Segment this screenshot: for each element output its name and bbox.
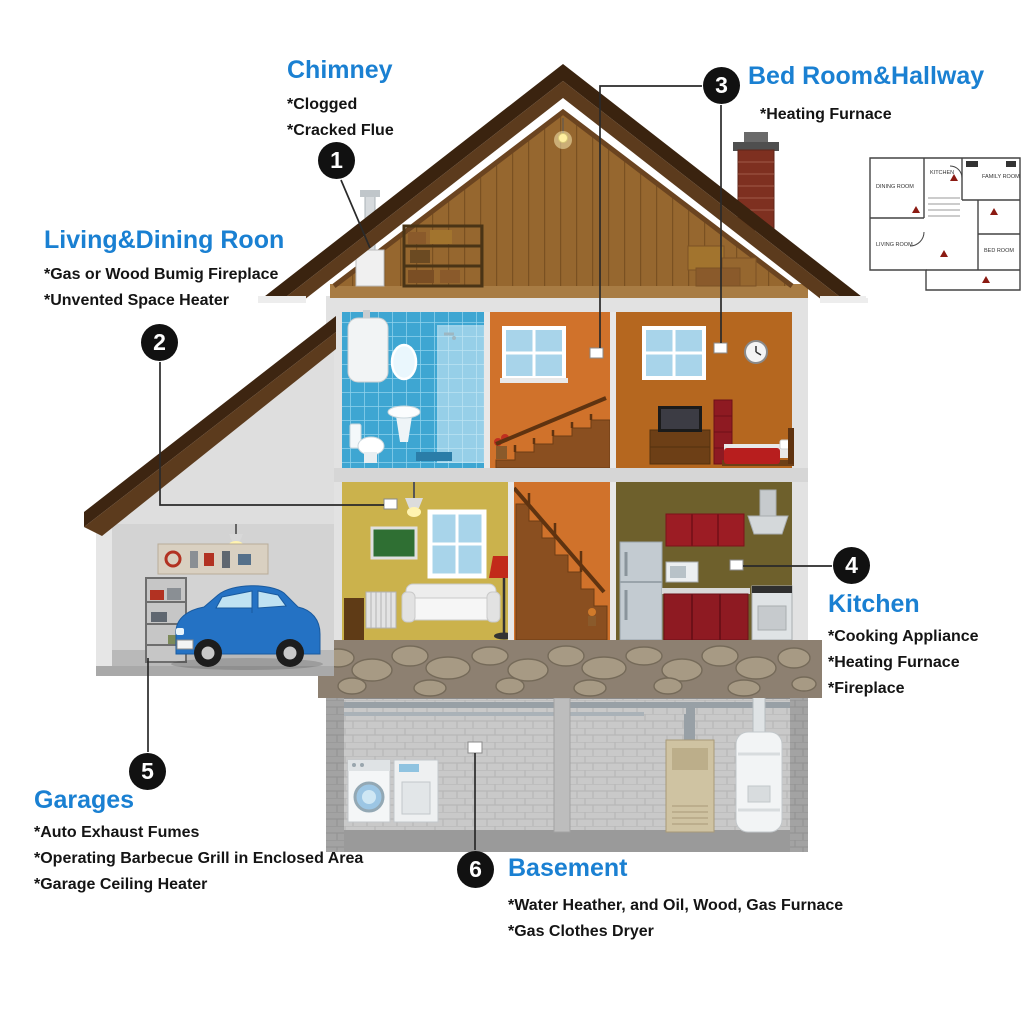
callout-chimney-title: Chimney	[287, 56, 393, 84]
car	[171, 585, 323, 670]
radiator	[365, 591, 397, 629]
callout-living-item: *Unvented Space Heater	[44, 292, 229, 309]
floorplan-label: KITCHEN	[930, 170, 954, 176]
bathroom	[342, 310, 485, 468]
bedroom	[616, 312, 794, 468]
bed	[722, 428, 794, 466]
leader-3a	[599, 85, 702, 348]
microwave	[665, 561, 699, 583]
support-column	[553, 697, 571, 833]
attic-shelf	[402, 224, 484, 288]
callout-living-item: *Gas or Wood Bumig Fireplace	[44, 266, 279, 283]
sink	[387, 405, 421, 442]
callout-bedroom-item: *Heating Furnace	[760, 106, 892, 123]
bath-mat	[416, 452, 452, 461]
living-room	[342, 482, 519, 640]
sofa	[401, 583, 501, 623]
garage	[84, 316, 336, 676]
floorplan-label: DINING ROOM	[876, 184, 914, 190]
gas-furnace	[665, 714, 715, 833]
upper-staircase	[495, 396, 611, 469]
callout-chimney-items: *Clogged *Cracked Flue	[287, 92, 394, 144]
callout-basement-item: *Gas Clothes Dryer	[508, 923, 654, 940]
callout-garage-item: *Auto Exhaust Fumes	[34, 824, 200, 841]
floor-slab	[326, 468, 808, 482]
upstairs-hallway	[490, 312, 611, 469]
main-floors	[326, 296, 808, 648]
kitchen-counter	[662, 588, 750, 641]
floorplan-labels: DINING ROOM KITCHEN FAMILY ROOM LIVING R…	[876, 170, 1020, 254]
bathroom-water-heater	[347, 317, 389, 383]
floorplan-label: FAMILY ROOM	[982, 174, 1020, 180]
callout-kitchen-item: *Fireplace	[828, 680, 905, 697]
callout-living-items: *Gas or Wood Bumig Fireplace *Unvented S…	[44, 262, 278, 314]
callout-garage-title: Garages	[34, 786, 135, 814]
stair-hall	[512, 482, 610, 641]
callout-kitchen-item: *Cooking Appliance	[828, 628, 979, 645]
hall-window	[500, 326, 568, 383]
floorplan-inset: DINING ROOM KITCHEN FAMILY ROOM LIVING R…	[866, 148, 1024, 298]
callout-basement-number-badge: 6	[457, 851, 494, 888]
lower-staircase	[515, 503, 608, 641]
wall-clock	[744, 340, 768, 364]
callout-living-number-badge: 2	[141, 324, 178, 361]
callout-basement-items: *Water Heather, and Oil, Wood, Gas Furna…	[508, 893, 843, 945]
floorplan-stairs	[928, 197, 960, 217]
leader-2	[159, 362, 384, 506]
floorplan-alarm-markers	[912, 174, 998, 283]
leader-1	[340, 179, 371, 249]
interior-walls	[484, 312, 616, 640]
callout-garage-items: *Auto Exhaust Fumes *Operating Barbecue …	[34, 820, 363, 898]
floorplan-walls	[869, 157, 1021, 291]
stove	[751, 585, 793, 641]
callout-basement-item: *Water Heather, and Oil, Wood, Gas Furna…	[508, 897, 844, 914]
range-hood	[747, 489, 789, 535]
living-window	[427, 509, 487, 579]
bedroom-tv	[649, 406, 711, 465]
floorplan-label: LIVING ROOM	[876, 242, 913, 248]
floorplan-fixtures	[966, 161, 1016, 167]
kitchen	[616, 482, 793, 641]
callout-bedroom-number-badge: 3	[703, 67, 740, 104]
toilet	[349, 423, 385, 463]
ceiling-lamp	[405, 482, 423, 517]
bedroom-window	[642, 326, 706, 380]
leader-lines	[147, 85, 832, 850]
washing-machine	[347, 759, 391, 823]
tv-cabinet	[344, 598, 364, 640]
callout-basement-title: Basement	[508, 854, 628, 882]
stone-foundation	[318, 640, 822, 698]
callout-kitchen-items: *Cooking Appliance *Heating Furnace *Fir…	[828, 624, 979, 702]
floorplan-label: BED ROOM	[984, 248, 1014, 254]
main-roof	[258, 64, 868, 303]
callout-kitchen-title: Kitchen	[828, 590, 920, 618]
callout-kitchen-number-badge: 4	[833, 547, 870, 584]
refrigerator	[619, 541, 663, 641]
shower	[437, 325, 485, 463]
callout-living-title: Living&Dining Roon	[44, 226, 285, 254]
attic-boxes	[687, 245, 757, 287]
callout-chimney-item: *Clogged	[287, 96, 358, 113]
callout-garage-item: *Operating Barbecue Grill in Enclosed Ar…	[34, 850, 364, 867]
attic-bulb	[554, 118, 572, 149]
mirror	[390, 343, 418, 381]
callout-chimney-item: *Cracked Flue	[287, 122, 394, 139]
wall-picture	[370, 526, 418, 560]
callout-garage-item: *Garage Ceiling Heater	[34, 876, 208, 893]
dryer	[393, 759, 439, 823]
callout-bedroom-title: Bed Room&Hallway	[748, 62, 985, 90]
upper-cabinets	[665, 513, 745, 547]
callout-chimney-number-badge: 1	[318, 142, 355, 179]
pegboard-tools	[157, 543, 269, 575]
callout-garage-number-badge: 5	[129, 753, 166, 790]
detector-boxes	[383, 342, 744, 754]
callout-bedroom-items: *Heating Furnace	[760, 102, 892, 128]
water-heater	[735, 731, 783, 833]
callout-kitchen-item: *Heating Furnace	[828, 654, 960, 671]
